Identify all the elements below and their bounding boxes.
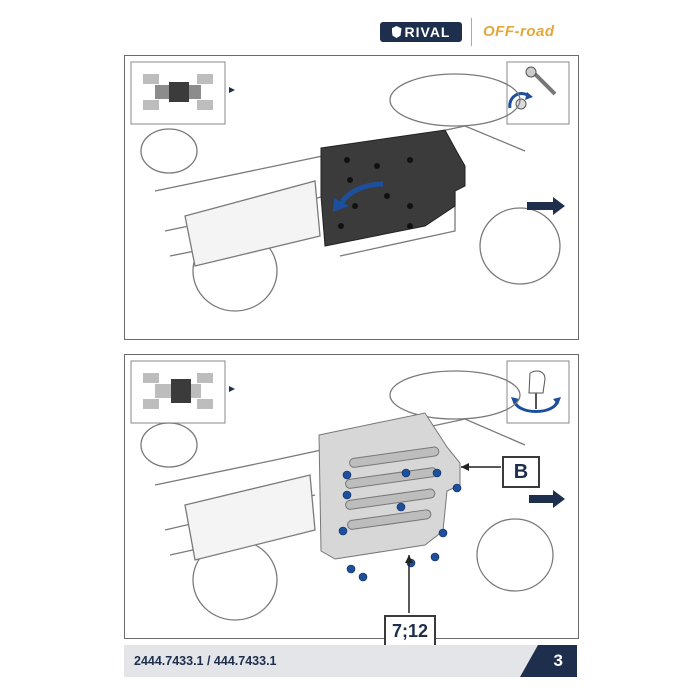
step-panel-remove [124, 55, 579, 340]
vehicle-outline [140, 370, 554, 621]
step-panel-install [124, 354, 579, 639]
footer-bar [124, 645, 577, 677]
rival-logo: RIVAL [380, 22, 462, 42]
callout-leaders [405, 463, 501, 613]
callout-b-label: B [502, 456, 540, 488]
removal-illustration [130, 61, 570, 312]
old-skid-plate [320, 129, 466, 247]
vehicle-top-view-icon [130, 61, 235, 125]
callout-fastener-label: 7;12 [384, 615, 436, 648]
direction-arrow-icon [527, 197, 565, 215]
new-skid-plate [318, 412, 461, 560]
vehicle-top-view-icon [130, 360, 235, 424]
installation-illustration [130, 360, 570, 621]
offroad-logo: OFF-road [483, 23, 555, 40]
brand-divider [471, 18, 472, 46]
vehicle-outline [140, 73, 561, 312]
shield-icon [391, 26, 402, 38]
part-numbers: 2444.7433.1 / 444.7433.1 [134, 654, 277, 668]
brand-header: RIVAL OFF-road [380, 18, 580, 48]
rotate-arrow-icon [333, 181, 384, 212]
page-footer: 2444.7433.1 / 444.7433.1 3 [124, 645, 577, 677]
direction-arrow-icon [529, 490, 565, 508]
wrench-unscrew-icon [506, 61, 570, 125]
hand-tighten-icon [506, 360, 570, 424]
